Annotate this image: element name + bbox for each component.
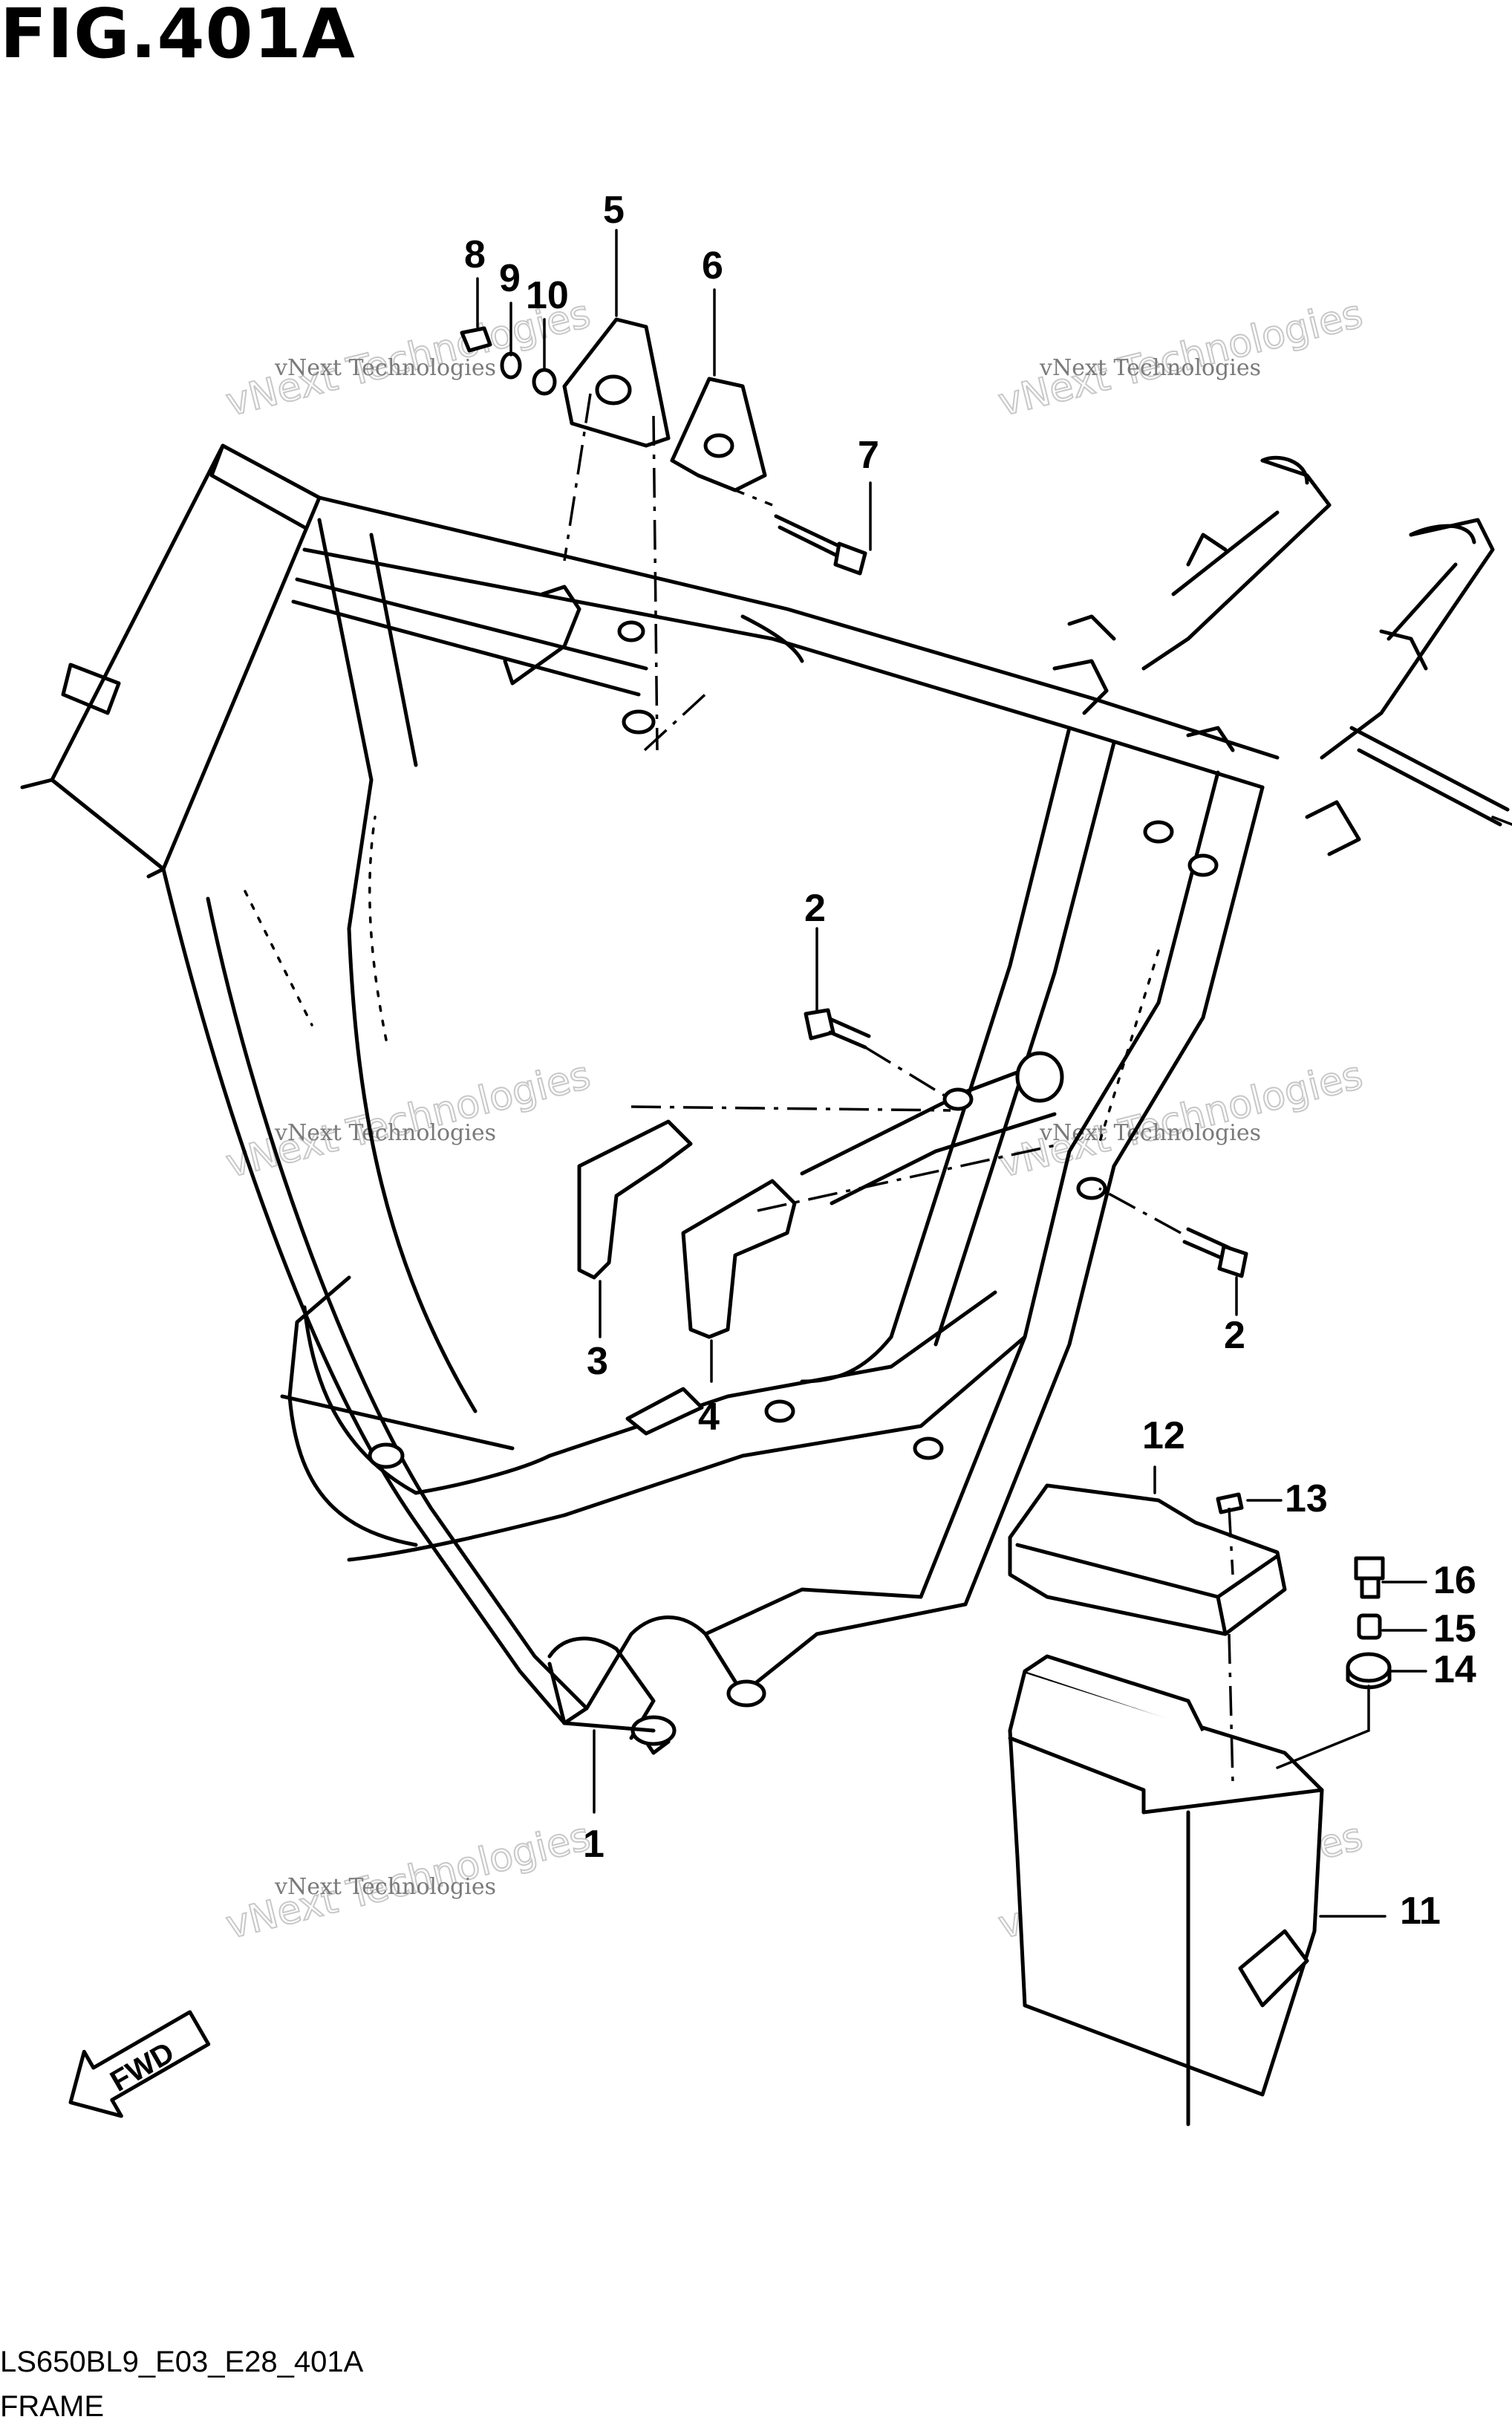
- leader-lines: [476, 229, 1427, 1918]
- frame-drawing: [20, 443, 1512, 1755]
- callout-7: 7: [858, 434, 879, 477]
- fwd-arrow: FWD: [68, 2010, 211, 2118]
- watermark-text: vNext Technologies: [274, 355, 496, 381]
- callout-6: 6: [702, 244, 723, 287]
- watermark-text: vNext Technologies: [1039, 1120, 1261, 1146]
- battery-box-11: [1008, 1669, 1324, 2097]
- collar-15: [1357, 1613, 1382, 1640]
- bracket-4: [681, 1179, 797, 1339]
- bolt-16: [1354, 1556, 1385, 1581]
- watermark-text: vNext Technologies: [1039, 355, 1261, 381]
- washer-9: [500, 351, 522, 380]
- bolt-2-upper: [804, 1008, 871, 1049]
- section-name: FRAME: [0, 2390, 104, 2423]
- callout-14: 14: [1433, 1648, 1476, 1691]
- nut-8: [460, 326, 492, 353]
- callout-2-upper: 2: [804, 887, 826, 930]
- battery-assembly: [1008, 1483, 1392, 2126]
- callout-16: 16: [1433, 1559, 1476, 1602]
- watermark-group: vNext Technologies vNext Technologies vN…: [221, 291, 1368, 1949]
- callout-8: 8: [464, 233, 486, 276]
- callout-11: 11: [1400, 1890, 1441, 1933]
- callout-1: 1: [583, 1823, 605, 1866]
- callout-5: 5: [603, 189, 625, 232]
- callout-labels: 1 2 2 3 4 5 6 7 8 9 10 11 12 13 14 15 16: [464, 189, 1476, 1933]
- bolt-7: [774, 514, 867, 576]
- callout-3: 3: [587, 1340, 608, 1383]
- drawing-code: LS650BL9_E03_E28_401A: [0, 2346, 364, 2378]
- watermark-text: vNext Technologies: [274, 1120, 496, 1146]
- callout-12: 12: [1142, 1414, 1185, 1457]
- bracket-3: [577, 1119, 693, 1280]
- callout-13: 13: [1285, 1477, 1328, 1520]
- watermark-top-right: vNext Technologies vNext Technologies: [994, 291, 1368, 426]
- small-parts: [460, 317, 1248, 1436]
- figure-title: FIG.401A: [0, 0, 356, 74]
- watermark-mid-left: vNext Technologies vNext Technologies: [221, 1052, 596, 1188]
- callout-10: 10: [526, 274, 569, 317]
- screw-13: [1216, 1492, 1244, 1514]
- grommet-14: [1346, 1652, 1392, 1683]
- watermark-bottom-left: vNext Technologies vNext Technologies: [221, 1814, 596, 1949]
- fwd-arrow-icon: [68, 2010, 211, 2118]
- bolt-2-lower: [1182, 1227, 1248, 1278]
- callout-4: 4: [698, 1396, 720, 1439]
- callout-2-lower: 2: [1224, 1314, 1245, 1357]
- washer-10: [532, 368, 557, 396]
- watermark-text: vNext Technologies: [274, 1874, 496, 1900]
- callout-15: 15: [1433, 1607, 1476, 1650]
- callout-9: 9: [499, 257, 521, 300]
